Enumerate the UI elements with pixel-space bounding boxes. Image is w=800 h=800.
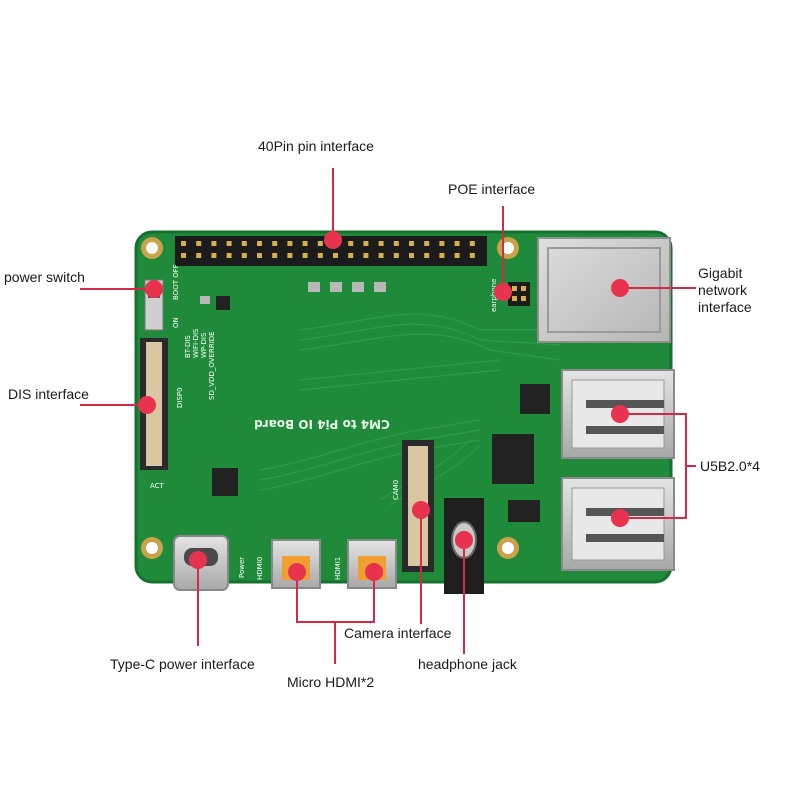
header-pin: [302, 241, 308, 246]
marker-hdmi1: [365, 563, 383, 581]
header-pin: [439, 241, 445, 246]
label-40pin: 40Pin pin interface: [258, 138, 374, 154]
header-pin: [287, 253, 293, 258]
leader-lines: [80, 168, 696, 664]
poe-header: [508, 282, 530, 306]
label-usb: U5B2.0*4: [700, 458, 760, 474]
header-pin: [211, 253, 217, 258]
header-pin: [348, 241, 354, 246]
header-pin: [393, 241, 399, 246]
header-pin: [196, 253, 202, 258]
silk-hdmi0: HDMI0: [256, 557, 264, 580]
header-pin: [469, 253, 475, 258]
header-pin: [333, 253, 338, 258]
header-pin: [241, 241, 247, 246]
silk-bt-dis: BT-DIS: [184, 335, 192, 358]
marker-40pin: [324, 231, 342, 249]
marker-power-switch: [145, 280, 163, 298]
label-typec: Type-C power interface: [110, 656, 255, 672]
marker-usb-upper: [611, 405, 629, 423]
silk-disp0: DISP0: [176, 387, 184, 408]
silk-sd-vdd: SD_VDD_OVERRIDE: [208, 331, 216, 400]
chips: [200, 282, 550, 522]
label-dis: DIS interface: [8, 386, 89, 402]
header-pin: [439, 253, 445, 258]
header-pin: [317, 241, 323, 246]
header-pin: [378, 253, 384, 258]
silk-power: Power: [238, 557, 246, 578]
header-pin: [393, 253, 399, 258]
header-pin: [287, 241, 293, 246]
board-name: CM4 to Pi4 IO Board: [254, 417, 390, 431]
header-pin: [424, 253, 430, 258]
marker-camera: [412, 501, 430, 519]
marker-poe: [494, 283, 512, 301]
silk-wp-dis: WP-DIS: [200, 332, 208, 358]
header-pin: [226, 253, 232, 258]
usb-port-lower: [561, 477, 675, 571]
header-pin: [302, 253, 308, 258]
label-power-switch: power switch: [4, 269, 85, 285]
header-pin: [257, 253, 262, 258]
header-pin: [454, 241, 460, 246]
silk-act: ACT: [150, 482, 165, 490]
pcb-traces: [259, 313, 561, 506]
marker-usb-lower: [611, 509, 629, 527]
header-pin: [211, 241, 217, 246]
header-pin: [348, 253, 354, 258]
header-pin: [272, 241, 278, 246]
header-pin: [257, 241, 262, 246]
label-poe: POE interface: [448, 181, 536, 197]
header-pin: [181, 241, 186, 246]
header-pin: [363, 253, 369, 258]
label-camera: Camera interface: [344, 625, 452, 641]
label-headphone: headphone jack: [418, 656, 517, 672]
header-pin: [454, 253, 460, 258]
header-pin: [378, 241, 384, 246]
header-pin: [409, 241, 414, 246]
silk-hdmi1: HDMI1: [334, 557, 342, 580]
header-pin: [226, 241, 232, 246]
header-pin: [424, 241, 430, 246]
silk-cam0: CAM0: [392, 480, 400, 500]
header-pin: [181, 253, 186, 258]
marker-hdmi0: [288, 563, 306, 581]
header-pin: [363, 241, 369, 246]
header-pin: [409, 253, 414, 258]
silkscreen-text: CM4 to Pi4 IO Board DISP0 CAM0 HDMI0 HDM…: [150, 264, 498, 580]
label-gigabit: Gigabit network interface: [698, 265, 752, 315]
silk-on: ON: [172, 317, 180, 328]
ethernet-port: [537, 237, 671, 343]
label-hdmi: Micro HDMI*2: [287, 674, 375, 690]
header-pin: [272, 253, 278, 258]
marker-headphone: [455, 531, 473, 549]
marker-dis: [138, 396, 156, 414]
silk-boot-off: BOOT OFF: [172, 264, 180, 300]
silk-wifi-dis: WIFI-DIS: [192, 328, 200, 358]
marker-gigabit: [611, 279, 629, 297]
header-pin: [196, 241, 202, 246]
header-pin: [469, 241, 475, 246]
silk-earphone: earphone: [490, 279, 498, 312]
header-pin: [241, 253, 247, 258]
marker-dots: [138, 231, 629, 581]
header-pin: [317, 253, 323, 258]
marker-typec: [189, 551, 207, 569]
